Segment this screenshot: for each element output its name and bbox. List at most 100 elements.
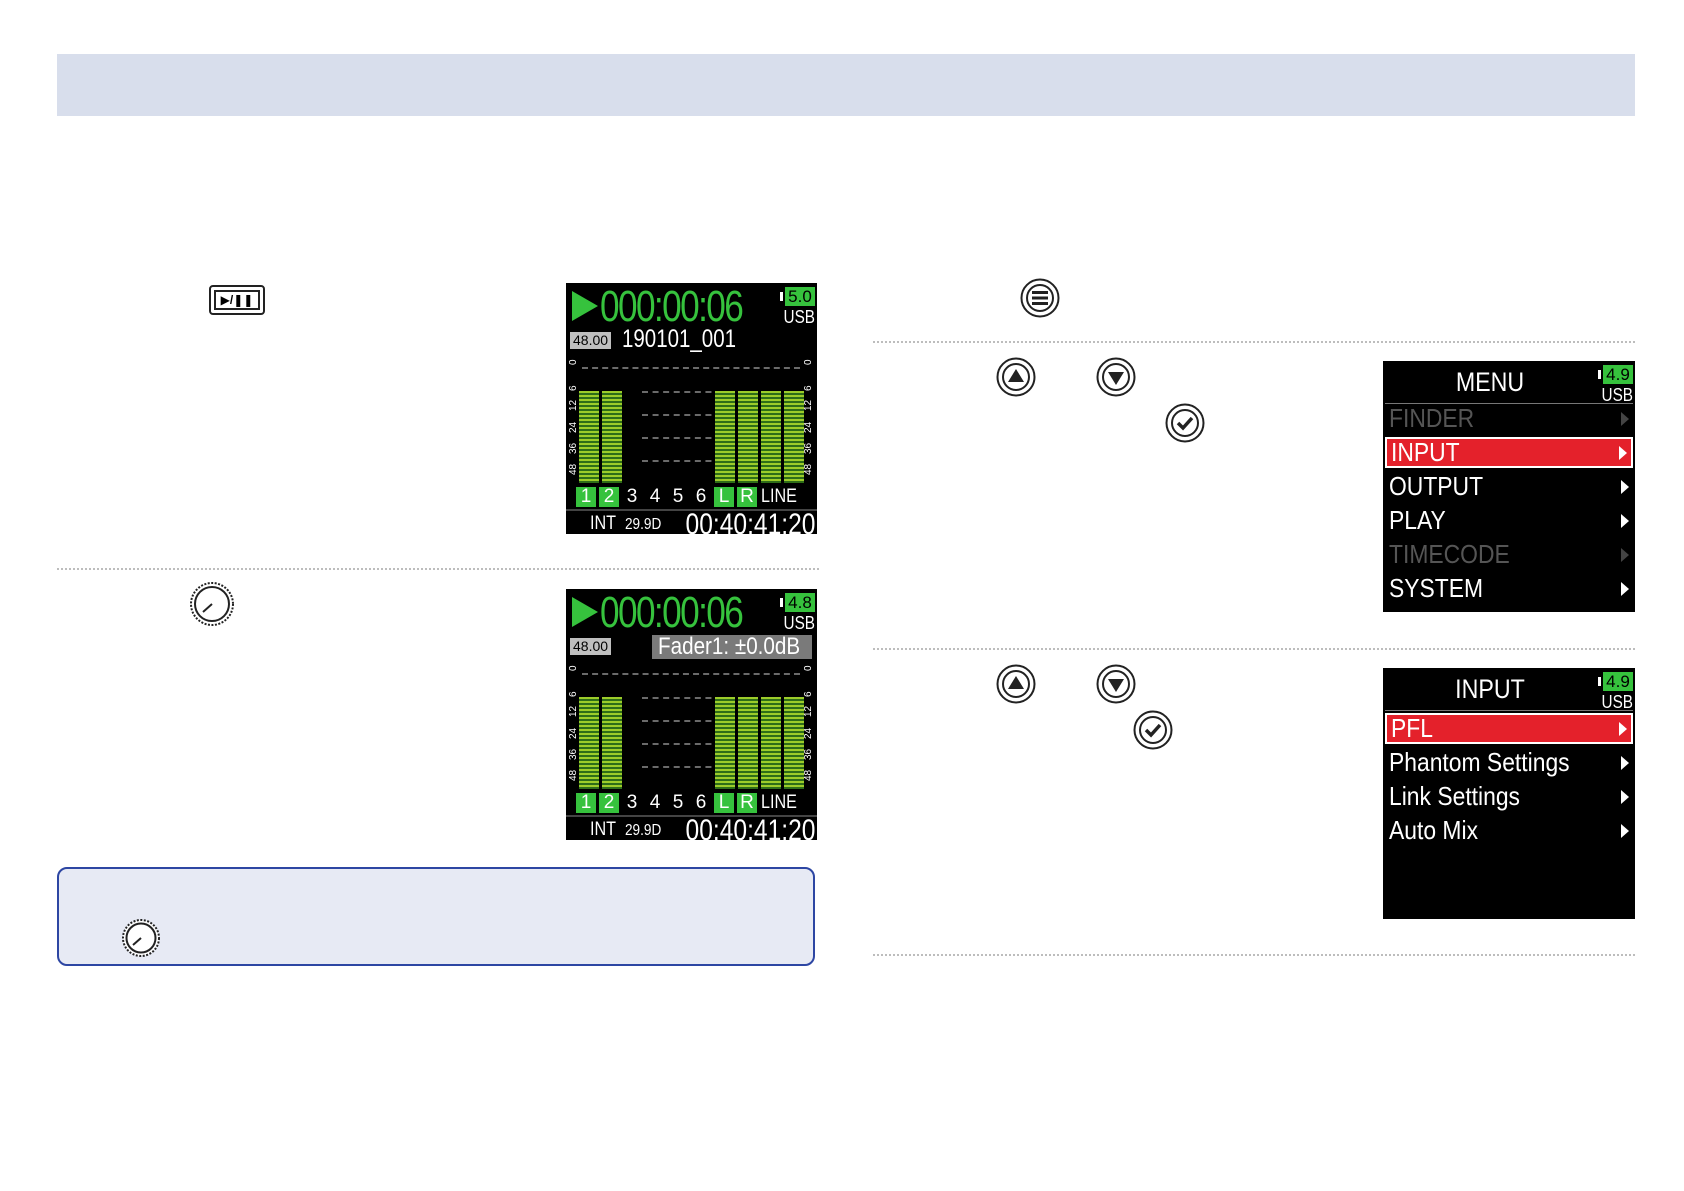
grid-line bbox=[642, 391, 722, 393]
fader-knob-icon[interactable] bbox=[121, 918, 161, 958]
channel-5: 5 bbox=[672, 792, 684, 813]
power-source: USB bbox=[1601, 385, 1633, 405]
elapsed-time: 000:00:06 bbox=[600, 589, 744, 637]
menu-key-icon[interactable] bbox=[1020, 278, 1060, 318]
level-scale-right: 48 36 24 12 6 0 bbox=[803, 359, 814, 475]
menu-item-pfl[interactable]: PFL bbox=[1385, 713, 1633, 744]
menu-item-system[interactable]: SYSTEM bbox=[1385, 573, 1633, 604]
channel-1: 1 bbox=[576, 793, 596, 813]
channel-l: L bbox=[714, 793, 734, 813]
arrow-right-icon bbox=[1619, 446, 1627, 460]
arrow-right-icon bbox=[1619, 722, 1627, 736]
menu-item-input[interactable]: INPUT bbox=[1385, 437, 1633, 468]
input-menu-screen: INPUT 4.9 USB PFL Phantom Settings Link … bbox=[1383, 668, 1635, 919]
up-key-icon[interactable] bbox=[996, 357, 1036, 397]
level-meter-l bbox=[715, 391, 735, 483]
level-scale-left: 48 36 24 12 6 0 bbox=[568, 359, 579, 475]
menu-title: INPUT bbox=[1455, 674, 1525, 704]
down-key-icon[interactable] bbox=[1096, 664, 1136, 704]
arrow-right-icon bbox=[1621, 548, 1629, 562]
power-source: USB bbox=[1601, 692, 1633, 712]
grid-line bbox=[642, 414, 722, 416]
menu-divider bbox=[1385, 403, 1633, 404]
level-meter-2 bbox=[602, 697, 622, 789]
tc-source: INT bbox=[590, 513, 617, 534]
channel-r: R bbox=[737, 793, 757, 813]
grid-line bbox=[642, 697, 722, 699]
channel-row: 1 2 3 4 5 6 L R LINE bbox=[576, 486, 803, 508]
channel-4: 4 bbox=[649, 792, 661, 813]
enter-key-icon[interactable] bbox=[1133, 710, 1173, 750]
arrow-right-icon bbox=[1621, 514, 1629, 528]
menu-screen: MENU 4.9 USB FINDER INPUT OUTPUT PLAY TI… bbox=[1383, 361, 1635, 612]
grid-line bbox=[642, 743, 722, 745]
grid-line bbox=[582, 367, 800, 369]
level-meter-line-l bbox=[761, 391, 781, 483]
play-pause-key-icon[interactable]: ▶/❚❚ bbox=[209, 285, 265, 315]
level-meter-line-l bbox=[761, 697, 781, 789]
play-indicator-icon bbox=[572, 291, 598, 321]
grid-line bbox=[642, 437, 722, 439]
step-divider bbox=[57, 568, 819, 570]
level-meter-line-r bbox=[784, 391, 804, 483]
arrow-right-icon bbox=[1621, 412, 1629, 426]
frame-rate: 29.9D bbox=[624, 516, 662, 533]
level-scale-left: 48 36 24 12 6 0 bbox=[568, 665, 579, 781]
header-band bbox=[57, 54, 1635, 116]
note-box bbox=[57, 867, 815, 966]
level-scale-right: 48 36 24 12 6 0 bbox=[803, 665, 814, 781]
battery-level: 5.0 bbox=[780, 287, 815, 306]
sample-rate: 48.00 bbox=[570, 332, 612, 349]
channel-3: 3 bbox=[626, 792, 638, 813]
timecode: 00:40:41:20 bbox=[685, 814, 815, 840]
channel-5: 5 bbox=[672, 486, 684, 507]
channel-4: 4 bbox=[649, 486, 661, 507]
level-meter-r bbox=[738, 391, 758, 483]
menu-item-link-settings[interactable]: Link Settings bbox=[1385, 781, 1633, 812]
sample-rate: 48.00 bbox=[570, 638, 612, 655]
channel-3: 3 bbox=[626, 486, 638, 507]
level-meter-line-r bbox=[784, 697, 804, 789]
line-label: LINE bbox=[761, 486, 797, 507]
channel-6: 6 bbox=[695, 792, 707, 813]
file-name: 190101_001 bbox=[622, 325, 737, 353]
grid-line bbox=[642, 460, 722, 462]
step-divider bbox=[873, 954, 1635, 956]
menu-divider bbox=[1385, 710, 1633, 711]
grid-line bbox=[642, 720, 722, 722]
fader-knob-icon[interactable] bbox=[189, 581, 235, 627]
menu-item-finder[interactable]: FINDER bbox=[1385, 403, 1633, 434]
recorder-home-screen: 000:00:06 5.0 USB 48.00 190101_001 48 36… bbox=[566, 283, 817, 534]
menu-item-phantom-settings[interactable]: Phantom Settings bbox=[1385, 747, 1633, 778]
enter-key-icon[interactable] bbox=[1165, 403, 1205, 443]
channel-1: 1 bbox=[576, 487, 596, 507]
channel-2: 2 bbox=[599, 793, 619, 813]
channel-6: 6 bbox=[695, 486, 707, 507]
timecode-row: INT 29.9D 00:40:41:20 bbox=[566, 508, 817, 534]
down-key-icon[interactable] bbox=[1096, 357, 1136, 397]
channel-row: 1 2 3 4 5 6 L R LINE bbox=[576, 792, 803, 814]
timecode-row: INT 29.9D 00:40:41:20 bbox=[566, 814, 817, 840]
battery-level: 4.9 bbox=[1598, 672, 1633, 691]
level-meter-r bbox=[738, 697, 758, 789]
arrow-right-icon bbox=[1621, 756, 1629, 770]
menu-item-output[interactable]: OUTPUT bbox=[1385, 471, 1633, 502]
timecode: 00:40:41:20 bbox=[685, 508, 815, 534]
grid-line bbox=[582, 673, 800, 675]
grid-line bbox=[642, 766, 722, 768]
menu-title: MENU bbox=[1455, 367, 1525, 397]
menu-item-auto-mix[interactable]: Auto Mix bbox=[1385, 815, 1633, 846]
channel-r: R bbox=[737, 487, 757, 507]
step-divider bbox=[873, 648, 1635, 650]
level-meter-2 bbox=[602, 391, 622, 483]
level-meter-1 bbox=[579, 697, 599, 789]
arrow-right-icon bbox=[1621, 790, 1629, 804]
up-key-icon[interactable] bbox=[996, 664, 1036, 704]
menu-item-play[interactable]: PLAY bbox=[1385, 505, 1633, 536]
battery-level: 4.8 bbox=[780, 593, 815, 612]
battery-level: 4.9 bbox=[1598, 365, 1633, 384]
menu-item-timecode[interactable]: TIMECODE bbox=[1385, 539, 1633, 570]
line-label: LINE bbox=[761, 792, 797, 813]
power-source: USB bbox=[783, 307, 815, 327]
play-indicator-icon bbox=[572, 597, 598, 627]
